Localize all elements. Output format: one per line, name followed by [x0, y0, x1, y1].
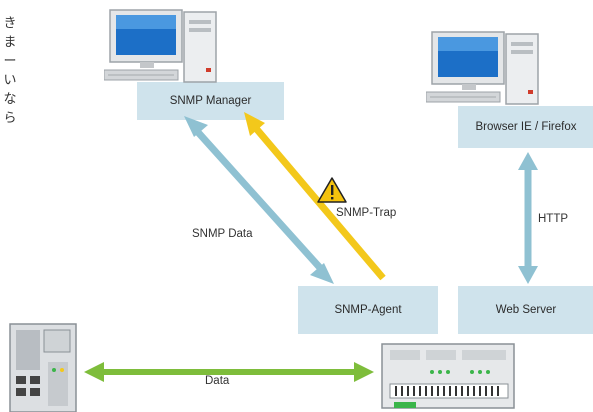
snmp-manager-label: SNMP Manager [169, 95, 252, 107]
snmp-data-arrow [184, 116, 334, 284]
warning-icon [317, 177, 347, 203]
http-label: HTTP [538, 213, 569, 225]
controller-device-icon [9, 323, 77, 412]
snmp-agent-node: SNMP-Agent [298, 286, 438, 334]
web-server-node: Web Server [458, 286, 593, 334]
data-label: Data [205, 375, 230, 387]
web-server-label: Web Server [495, 304, 557, 316]
snmp-manager-node: SNMP Manager [137, 82, 284, 120]
snmp-trap-label: SNMP-Trap [336, 207, 397, 219]
browser-node: Browser IE / Firefox [458, 106, 593, 148]
browser-label: Browser IE / Firefox [475, 121, 577, 133]
snmp-agent-label: SNMP-Agent [334, 304, 402, 316]
computer-icon [104, 9, 217, 83]
snmp-trap-arrow [244, 112, 386, 281]
data-arrow [84, 362, 374, 382]
io-module-icon [381, 343, 515, 409]
computer-icon [426, 31, 539, 105]
side-text-fragment: き ま ー い な ら [3, 16, 17, 126]
snmp-data-label: SNMP Data [192, 228, 253, 240]
http-arrow [518, 152, 538, 284]
